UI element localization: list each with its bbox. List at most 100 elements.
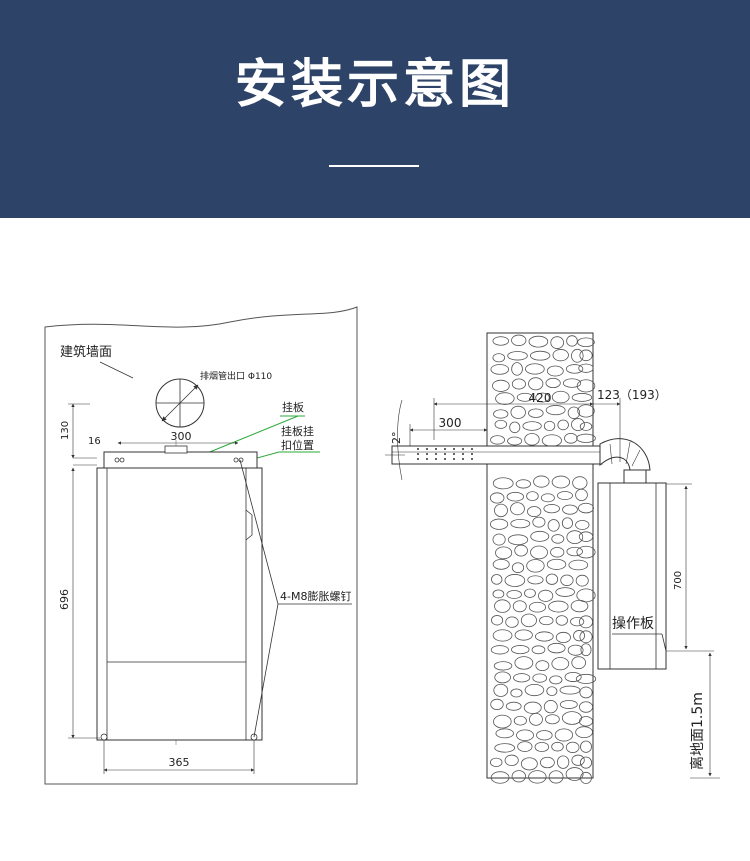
stone xyxy=(524,588,536,598)
stone xyxy=(511,334,527,346)
stone xyxy=(545,377,561,389)
stone xyxy=(495,728,514,739)
stone xyxy=(492,533,506,546)
stone xyxy=(512,600,527,613)
stone xyxy=(493,409,509,419)
hanger-leader xyxy=(194,415,299,459)
stone xyxy=(507,534,529,546)
stone xyxy=(580,771,592,784)
stone xyxy=(492,336,509,346)
stone xyxy=(506,491,524,502)
stone xyxy=(539,615,554,626)
stone xyxy=(571,656,587,670)
stone xyxy=(576,379,596,393)
stone xyxy=(579,686,593,699)
dim-16: 16 xyxy=(88,436,101,447)
pipe-hole xyxy=(417,453,419,455)
flue-label: 排烟管出口 Φ110 xyxy=(200,370,272,382)
stone xyxy=(510,518,531,529)
stone xyxy=(495,546,513,560)
pipe-hole xyxy=(426,458,428,460)
stone xyxy=(505,701,522,711)
pipe-hole xyxy=(471,448,473,450)
stone xyxy=(571,418,585,431)
stone xyxy=(579,756,593,769)
stone xyxy=(557,491,573,501)
stone xyxy=(494,419,508,429)
pipe-hole xyxy=(453,448,455,450)
stone xyxy=(510,405,526,419)
wall-outline xyxy=(44,306,358,785)
stone xyxy=(550,546,565,558)
stone xyxy=(571,393,593,402)
angle-2: 2° xyxy=(390,432,403,445)
flue-pipe xyxy=(391,445,603,465)
stone xyxy=(513,673,531,683)
stone xyxy=(555,631,571,644)
stone xyxy=(493,683,509,697)
stone xyxy=(561,517,573,529)
stone xyxy=(571,754,585,766)
stone xyxy=(511,562,525,574)
stone xyxy=(560,574,574,586)
stone xyxy=(551,657,570,671)
stone xyxy=(535,631,554,642)
dim-300-side: 300 xyxy=(439,416,462,430)
dim-700: 700 xyxy=(673,571,684,590)
stone xyxy=(527,506,542,518)
stone xyxy=(575,673,597,684)
stone xyxy=(526,559,545,573)
stone xyxy=(534,741,550,752)
stone xyxy=(511,378,526,390)
stone xyxy=(546,365,564,377)
stone xyxy=(545,714,560,725)
stone xyxy=(530,530,550,542)
stone xyxy=(551,741,564,752)
stone xyxy=(492,629,513,642)
stone xyxy=(538,589,554,602)
heater-side-body xyxy=(597,482,667,670)
stone xyxy=(525,363,545,375)
stone xyxy=(535,392,550,403)
stone xyxy=(527,575,544,585)
pipe-holes xyxy=(417,448,473,460)
dim-300-front: 300 xyxy=(171,430,192,443)
stone xyxy=(552,349,569,362)
hanger-label: 挂板 xyxy=(282,400,304,414)
stone xyxy=(504,574,526,587)
pipe-hole xyxy=(426,448,428,450)
stone xyxy=(580,740,592,753)
pipe-hole xyxy=(471,453,473,455)
stone xyxy=(547,642,566,654)
stone xyxy=(579,615,593,629)
stone xyxy=(565,767,584,781)
stone xyxy=(528,377,544,391)
pipe-hole xyxy=(453,453,455,455)
hook-label-1: 挂板挂 xyxy=(281,424,314,438)
stone xyxy=(546,686,558,697)
stone xyxy=(510,502,525,516)
stone xyxy=(529,712,543,726)
stone xyxy=(567,406,581,419)
stone xyxy=(559,685,581,695)
header-banner: 安装示意图 xyxy=(0,0,750,218)
stone xyxy=(543,504,560,514)
stone xyxy=(516,392,534,402)
dim-696: 696 xyxy=(58,589,71,610)
pipe-hole xyxy=(453,458,455,460)
stone xyxy=(493,714,512,729)
dim-123-193: 123（193） xyxy=(597,388,667,402)
stone xyxy=(555,615,568,626)
pipe-hole xyxy=(462,458,464,460)
stone xyxy=(554,728,574,742)
stone xyxy=(547,519,560,532)
stone xyxy=(490,771,510,784)
stone xyxy=(489,492,505,504)
stone xyxy=(546,558,567,570)
stone xyxy=(567,644,584,656)
stone xyxy=(565,741,580,753)
stone xyxy=(568,559,589,571)
stone xyxy=(520,613,537,628)
stone xyxy=(506,590,522,599)
